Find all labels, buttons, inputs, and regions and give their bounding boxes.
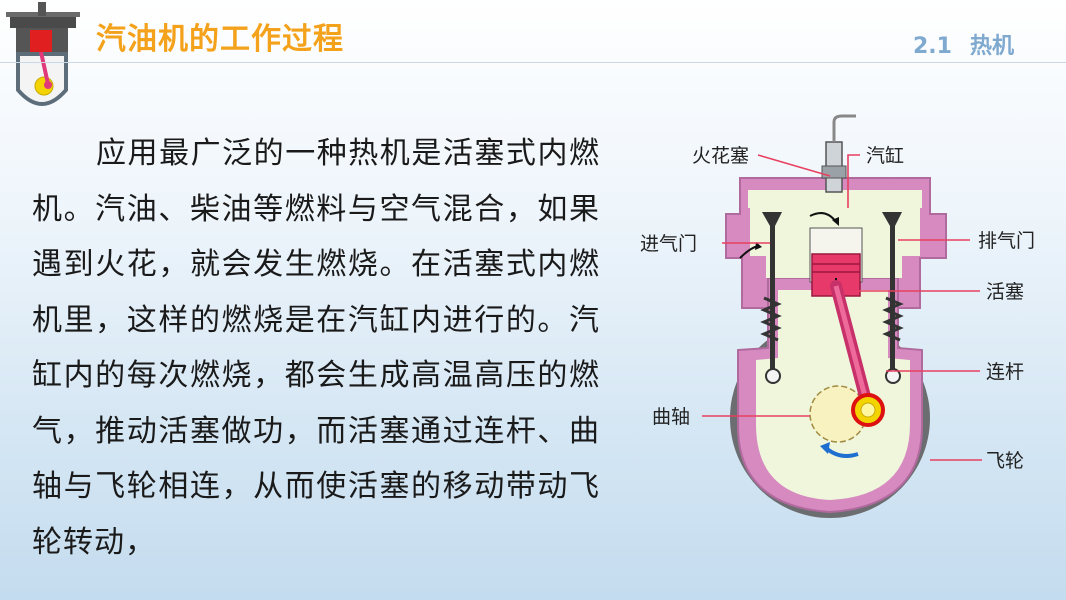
header-divider	[0, 62, 1066, 63]
label-spark-plug: 火花塞	[692, 145, 749, 167]
label-intake-valve: 进气门	[640, 233, 697, 255]
intake-valve	[762, 212, 782, 372]
page-title: 汽油机的工作过程	[96, 22, 344, 57]
label-connecting-rod: 连杆	[986, 361, 1024, 383]
label-piston: 活塞	[986, 281, 1024, 303]
header: 汽油机的工作过程 2.1 热机	[0, 0, 1066, 106]
exhaust-valve	[882, 212, 902, 372]
label-exhaust-valve: 排气门	[978, 230, 1035, 252]
body-paragraph: 应用最广泛的一种热机是活塞式内燃机。汽油、柴油等燃料与空气混合，如果遇到火花，就…	[32, 136, 600, 560]
engine-logo-icon	[6, 2, 80, 106]
section-heading: 2.1 热机	[913, 28, 1014, 60]
label-flywheel: 飞轮	[986, 450, 1024, 472]
section-title: 热机	[969, 34, 1014, 59]
label-crankshaft: 曲轴	[652, 406, 690, 428]
label-cylinder: 汽缸	[866, 145, 904, 167]
engine-diagram: 火花塞 汽缸 进气门 排气门 活塞 连杆 曲轴 飞轮	[640, 114, 1035, 518]
section-number: 2.1	[913, 34, 952, 59]
